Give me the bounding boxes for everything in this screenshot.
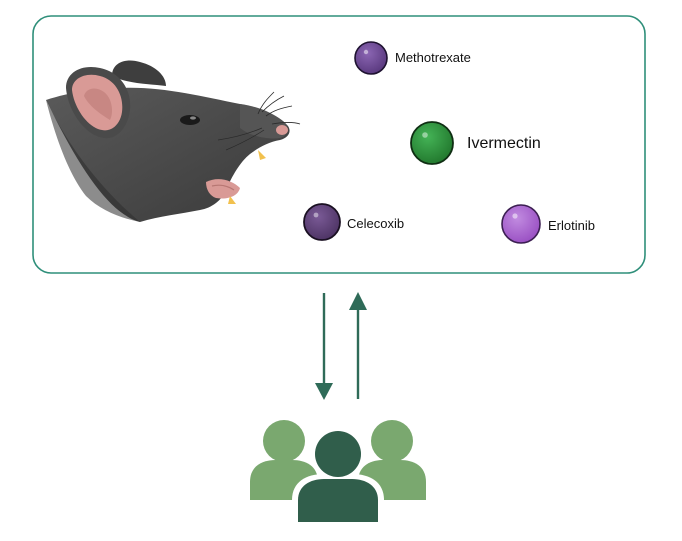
person-center-head <box>315 431 361 477</box>
arrow-down-icon <box>315 293 333 400</box>
drug-celecoxib: Celecoxib <box>303 203 404 241</box>
rat-head-icon <box>46 60 301 222</box>
drug-erlotinib: Erlotinib <box>501 204 595 244</box>
arrow-up-icon <box>349 292 367 399</box>
erlotinib-label: Erlotinib <box>548 218 595 233</box>
methotrexate-label: Methotrexate <box>395 50 471 65</box>
drug-ivermectin: Ivermectin <box>410 121 541 165</box>
celecoxib-sphere <box>303 203 341 241</box>
person-right-head <box>371 420 413 462</box>
drug-methotrexate: Methotrexate <box>354 41 471 75</box>
ivermectin-label: Ivermectin <box>467 135 541 152</box>
person-center-body <box>298 479 378 522</box>
people-group-icon <box>250 420 426 524</box>
methotrexate-sphere <box>354 41 388 75</box>
erlotinib-sphere <box>501 204 541 244</box>
ivermectin-sphere <box>410 121 454 165</box>
person-left-head <box>263 420 305 462</box>
celecoxib-label: Celecoxib <box>347 216 404 231</box>
